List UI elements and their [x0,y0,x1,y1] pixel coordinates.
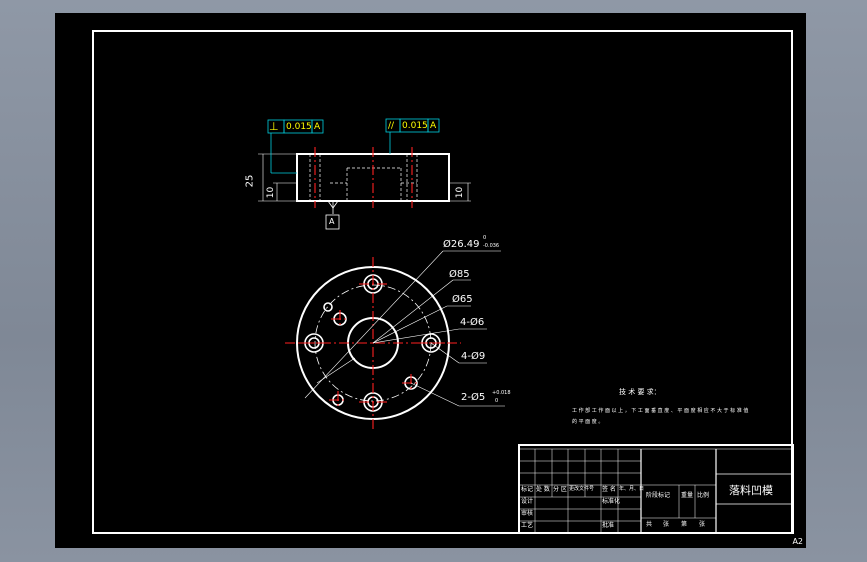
parallel-symbol: // [388,121,395,131]
standardization: 标准化 [602,498,621,505]
row-label-review: 审核 [521,510,534,517]
row-label-design: 设计 [521,498,534,505]
dim-pins-tol-lower: 0 [495,398,499,404]
sheet-total: 共 [646,521,653,528]
side-view [258,118,471,230]
dim-bore-tol-upper: 0 [483,235,487,241]
approval: 批准 [602,522,615,529]
dim-bore-tol-lower: -0.036 [483,243,500,249]
parallel-datum: A [430,121,437,131]
header-zone: 分 区 [553,486,567,493]
dim-outer: Ø85 [449,269,470,280]
row-label-process: 工艺 [521,522,534,529]
header-sign: 签 名 [602,486,616,493]
sheet-size-tag: A2 [792,537,803,546]
sheet-unit-2: 张 [699,521,706,528]
drawing-canvas [92,30,794,534]
tech-req-title: 技 术 要 求： [619,388,661,396]
dim-height: 25 [244,174,256,188]
perp-datum: A [314,122,321,132]
scale: 比例 [697,492,710,499]
header-date: 年、月、日 [619,486,645,492]
dim-step-left: 10 [266,186,277,199]
tech-req-line2: 的 平 面 度 。 [572,419,604,425]
row-label-mark: 标记 [521,486,534,493]
header-change-doc: 更改文件号 [569,486,595,492]
drawing-sheet: ⊥ 0.015 A // 0.015 A 25 10 10 A Ø26.49 0… [55,13,806,548]
title-block [518,444,794,534]
datum-tag-box [325,214,340,230]
weight: 重量 [681,492,694,499]
pin-hole-b [323,302,333,312]
dim-pcd: Ø65 [452,294,473,305]
sheet-index: 第 [681,521,688,528]
plan-view [285,250,505,429]
dim-pins-tol-upper: +0.018 [492,390,511,396]
dim-holes-6: 4-Ø6 [460,317,485,328]
perp-symbol: ⊥ [269,120,279,133]
stage-mark: 阶段标记 [646,492,671,499]
dim-step-right: 10 [455,186,466,199]
tech-req-line1: 工 作 部 工 作 面 以 上 ， 下 工 面 垂 直 度 、 平 面 度 相 … [572,408,749,414]
dim-bore: Ø26.49 [443,239,480,250]
dim-pins: 2-Ø5 [461,392,486,403]
dim-holes-9: 4-Ø9 [461,351,486,362]
parallel-value: 0.015 [402,121,428,131]
sheet-border [92,30,793,534]
part-name: 落料凹模 [729,484,773,497]
sheet-unit-1: 张 [663,521,670,528]
header-count: 处 数 [536,486,550,493]
perp-value: 0.015 [286,122,312,132]
datum-tag: A [329,217,335,226]
